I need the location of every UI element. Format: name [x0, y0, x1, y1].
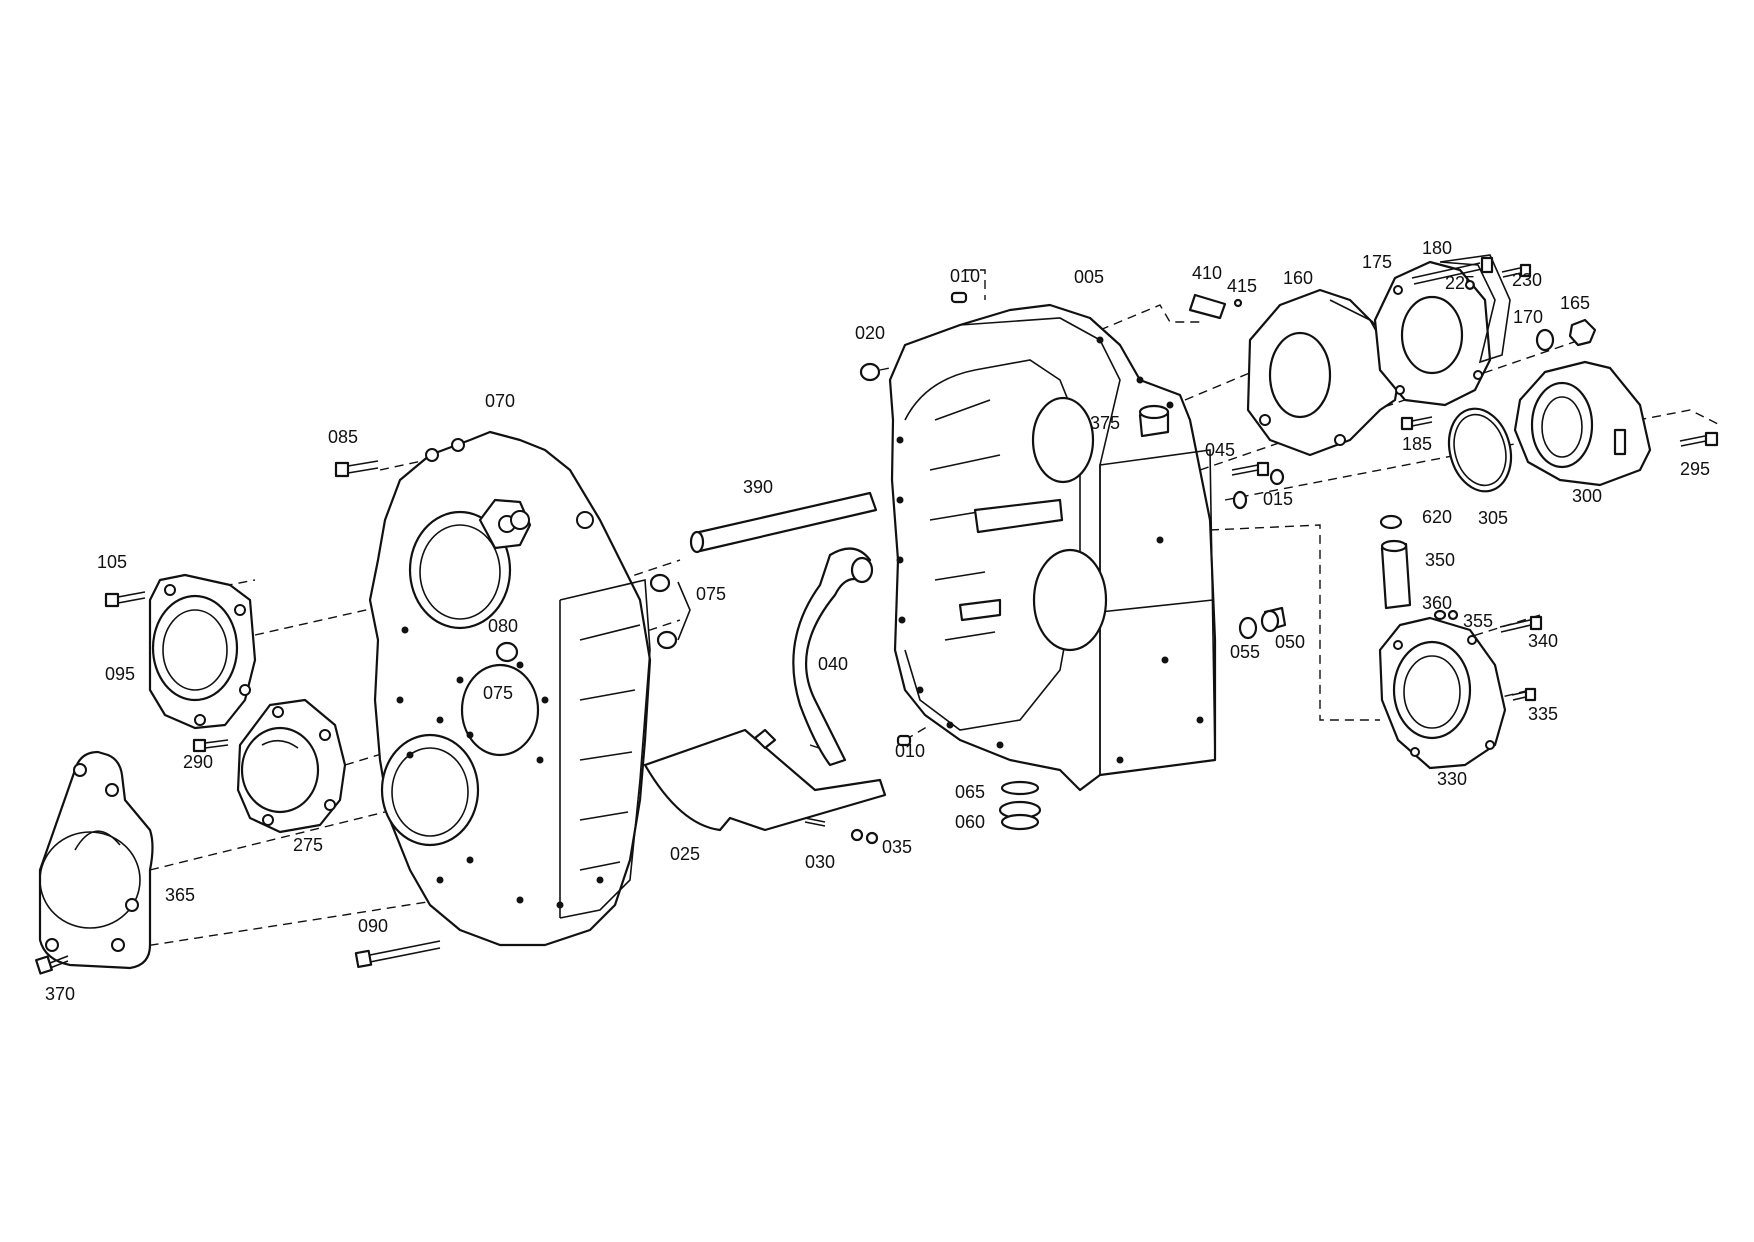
label-390: 390 [743, 477, 773, 497]
part-085-bolt [334, 460, 379, 478]
part-230-bolt [1501, 263, 1532, 278]
part-375-breather [1138, 404, 1170, 438]
label-375: 375 [1090, 413, 1120, 433]
part-350-filter-sleeve [1380, 539, 1412, 610]
label-165: 165 [1560, 293, 1590, 313]
part-010-dowel-top [950, 291, 968, 304]
label-005: 005 [1074, 267, 1104, 287]
part-290-bolt [192, 738, 229, 753]
label-370: 370 [45, 984, 75, 1004]
part-015-washer [1232, 468, 1285, 510]
label-085: 085 [328, 427, 358, 447]
label-175: 175 [1362, 252, 1392, 272]
part-180-long-bolt [1411, 256, 1494, 285]
part-335-bolt [1511, 687, 1537, 702]
part-055-ring [1238, 616, 1258, 640]
label-170: 170 [1513, 307, 1543, 327]
label-415: 415 [1227, 276, 1257, 296]
part-295-bolt [1679, 431, 1719, 447]
part-370-bolt [35, 955, 69, 975]
part-040-suction-pipe [792, 547, 874, 767]
label-305: 305 [1478, 508, 1508, 528]
label-020: 020 [855, 323, 885, 343]
part-185-bolt [1400, 416, 1433, 431]
part-620-cap [1379, 514, 1403, 530]
label-160: 160 [1283, 268, 1313, 288]
part-330-cover [1378, 616, 1507, 770]
part-415-rivet [1233, 298, 1243, 308]
part-labels: 005 010 010 015 020 025 030 035 040 045 … [45, 238, 1710, 1004]
label-025: 025 [670, 844, 700, 864]
part-010-dowel-bottom [896, 734, 912, 747]
label-330: 330 [1437, 769, 1467, 789]
label-050: 050 [1275, 632, 1305, 652]
part-390-shaft [689, 491, 878, 554]
part-340-bolt [1499, 615, 1543, 633]
part-300-bearing-housing [1513, 360, 1652, 487]
part-225-gasket [1439, 254, 1511, 364]
part-305-o-ring [1447, 407, 1513, 493]
label-080: 080 [488, 616, 518, 636]
label-410: 410 [1192, 263, 1222, 283]
label-340: 340 [1528, 631, 1558, 651]
label-035: 035 [882, 837, 912, 857]
label-230: 230 [1512, 270, 1542, 290]
label-015: 015 [1263, 489, 1293, 509]
part-165-nut [1568, 318, 1597, 347]
part-075-plugs [649, 573, 691, 650]
label-040: 040 [818, 654, 848, 674]
part-045-bolt [1231, 461, 1270, 477]
part-170-seal [1535, 328, 1555, 352]
part-020-plug [859, 362, 881, 382]
part-065-seal-ring [1000, 780, 1040, 796]
part-175-flange [1373, 260, 1492, 407]
part-030-pin [804, 817, 826, 827]
label-185: 185 [1402, 434, 1432, 454]
label-095: 095 [105, 664, 135, 684]
part-060-drain-plug [998, 800, 1042, 831]
label-335: 335 [1528, 704, 1558, 724]
label-065: 065 [955, 782, 985, 802]
label-105: 105 [97, 552, 127, 572]
part-080-plug [495, 641, 519, 663]
label-365: 365 [165, 885, 195, 905]
label-180: 180 [1422, 238, 1452, 258]
label-010-top: 010 [950, 266, 980, 286]
part-095-bearing-flange [148, 573, 257, 730]
label-360: 360 [1422, 593, 1452, 613]
label-075-center: 075 [483, 683, 513, 703]
label-620: 620 [1422, 507, 1452, 527]
part-090-long-bolt [354, 940, 441, 969]
part-025-strainer-plate [643, 728, 887, 832]
label-030: 030 [805, 852, 835, 872]
label-350: 350 [1425, 550, 1455, 570]
part-050-plug [1260, 606, 1287, 633]
part-360-washer [1433, 609, 1447, 621]
part-410-plate [1188, 293, 1227, 320]
part-105-bolt [104, 591, 146, 608]
part-160-pump-housing [1246, 288, 1402, 457]
label-355: 355 [1463, 611, 1493, 631]
label-045: 045 [1205, 440, 1235, 460]
label-070: 070 [485, 391, 515, 411]
part-355-screw [1447, 609, 1459, 621]
part-365-end-cover [38, 750, 154, 970]
label-225: 225 [1445, 273, 1475, 293]
part-005-main-housing [888, 303, 1217, 792]
label-055: 055 [1230, 642, 1260, 662]
part-275-cover [236, 698, 347, 834]
label-060: 060 [955, 812, 985, 832]
label-300: 300 [1572, 486, 1602, 506]
label-075-right: 075 [696, 584, 726, 604]
label-290: 290 [183, 752, 213, 772]
label-275: 275 [293, 835, 323, 855]
label-090: 090 [358, 916, 388, 936]
label-010-bottom: 010 [895, 741, 925, 761]
label-295: 295 [1680, 459, 1710, 479]
part-070-front-housing [368, 430, 652, 947]
part-035-nut [850, 828, 879, 845]
